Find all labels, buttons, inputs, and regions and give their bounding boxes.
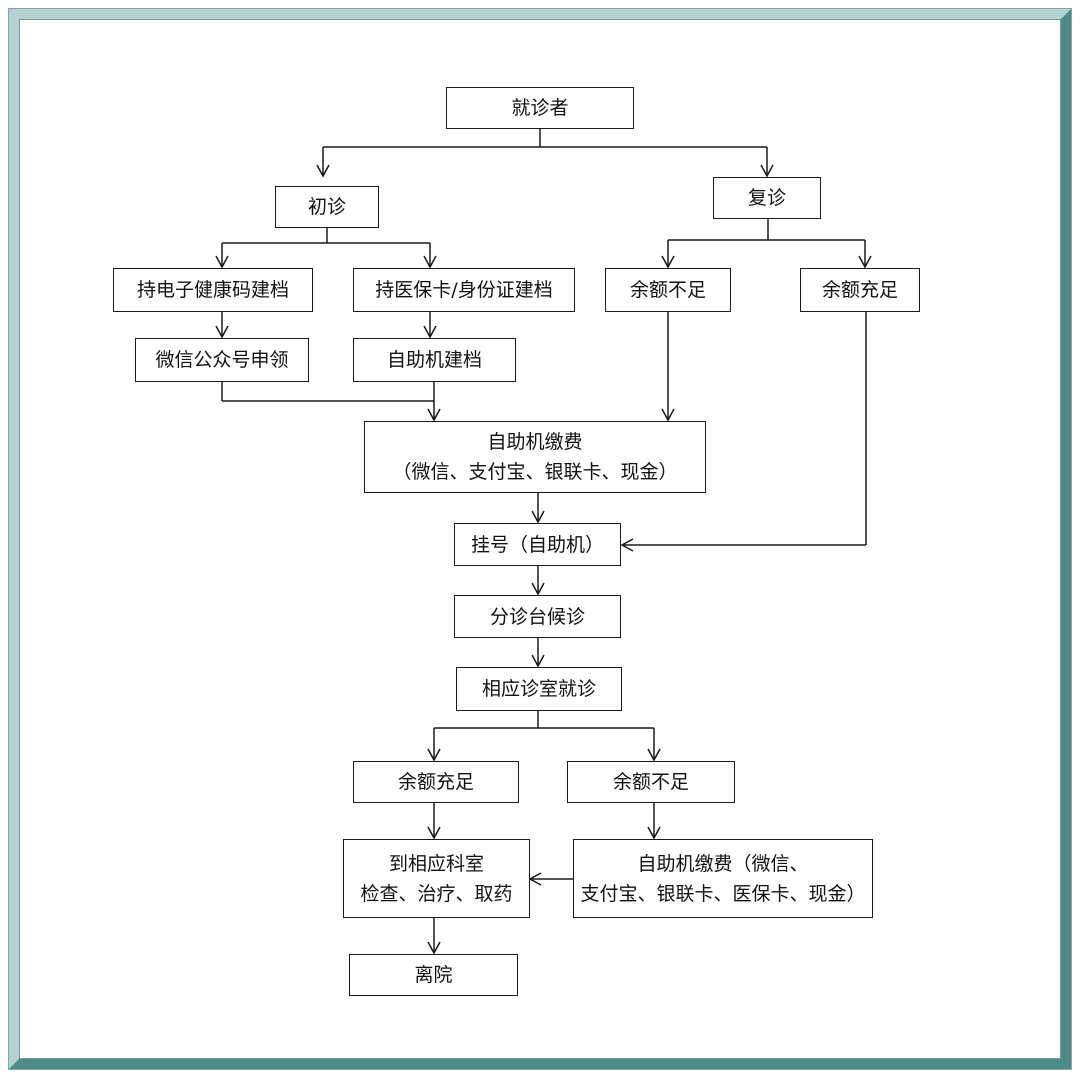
first-visit-box: 初诊	[275, 186, 379, 228]
arrowhead	[427, 748, 441, 762]
patient-box: 就诊者	[446, 87, 634, 129]
insufficient-balance-bottom-label: 余额不足	[612, 771, 689, 793]
kiosk-pay-second-line2: 支付宝、银联卡、医保卡、现金）	[580, 882, 866, 905]
insurance-id-file-box: 持医保卡/身份证建档	[353, 268, 575, 312]
department-line2: 检查、治疗、取药	[360, 882, 513, 905]
arrowhead	[661, 255, 675, 269]
arrowhead	[528, 872, 542, 886]
arrowhead	[427, 941, 441, 955]
wechat-apply-box: 微信公众号申领	[135, 338, 309, 382]
arrowhead	[427, 408, 441, 422]
patient-label: 就诊者	[511, 97, 569, 119]
discharge-label: 离院	[414, 964, 453, 986]
health-code-file-box: 持电子健康码建档	[113, 268, 313, 312]
arrowhead	[423, 255, 437, 269]
kiosk-pay-second-box: 自助机缴费（微信、 支付宝、银联卡、医保卡、现金）	[573, 839, 873, 918]
insufficient-balance-top-label: 余额不足	[629, 279, 706, 301]
arrowhead	[423, 325, 437, 339]
arrowhead	[531, 582, 545, 596]
arrowhead	[858, 255, 872, 269]
consult-room-label: 相应诊室就诊	[481, 678, 596, 700]
frame-inner-border	[19, 19, 1061, 1059]
sufficient-balance-bottom-label: 余额充足	[397, 771, 474, 793]
arrowhead	[531, 654, 545, 668]
consult-room-box: 相应诊室就诊	[456, 667, 622, 711]
kiosk-file-box: 自助机建档	[353, 338, 516, 382]
first-visit-label: 初诊	[307, 196, 346, 218]
return-visit-label: 复诊	[747, 187, 786, 209]
arrowhead	[661, 408, 675, 422]
register-box: 挂号（自助机）	[454, 523, 621, 566]
arrowhead	[620, 538, 634, 552]
department-line1: 到相应科室	[388, 852, 484, 875]
arrowhead	[760, 164, 774, 178]
triage-wait-label: 分诊台候诊	[489, 605, 585, 628]
kiosk-pay-box: 自助机缴费 （微信、支付宝、银联卡、现金）	[364, 421, 706, 493]
kiosk-pay-second-line1: 自助机缴费（微信、	[637, 852, 809, 875]
kiosk-file-label: 自助机建档	[386, 349, 482, 371]
triage-wait-box: 分诊台候诊	[454, 595, 621, 638]
sufficient-balance-bottom-box: 余额充足	[353, 761, 519, 803]
discharge-box: 离院	[349, 954, 518, 996]
arrowhead	[316, 164, 330, 178]
return-visit-box: 复诊	[713, 177, 821, 219]
department-box: 到相应科室 检查、治疗、取药	[343, 839, 530, 918]
wechat-apply-label: 微信公众号申领	[155, 349, 289, 371]
register-label: 挂号（自助机）	[470, 533, 604, 556]
kiosk-pay-line2: （微信、支付宝、银联卡、现金）	[392, 461, 678, 483]
sufficient-balance-top-label: 余额充足	[821, 279, 898, 301]
sufficient-balance-top-box: 余额充足	[800, 268, 920, 312]
insufficient-balance-bottom-box: 余额不足	[567, 761, 735, 803]
arrowhead	[647, 748, 661, 762]
arrowhead	[215, 325, 229, 339]
arrowhead	[647, 826, 661, 840]
health-code-file-label: 持电子健康码建档	[136, 279, 289, 301]
arrowhead	[427, 826, 441, 840]
arrowhead	[531, 510, 545, 524]
kiosk-pay-line1: 自助机缴费	[487, 431, 583, 453]
arrowhead	[215, 255, 229, 269]
insurance-id-file-label: 持医保卡/身份证建档	[375, 279, 553, 301]
insufficient-balance-top-box: 余额不足	[605, 268, 731, 312]
